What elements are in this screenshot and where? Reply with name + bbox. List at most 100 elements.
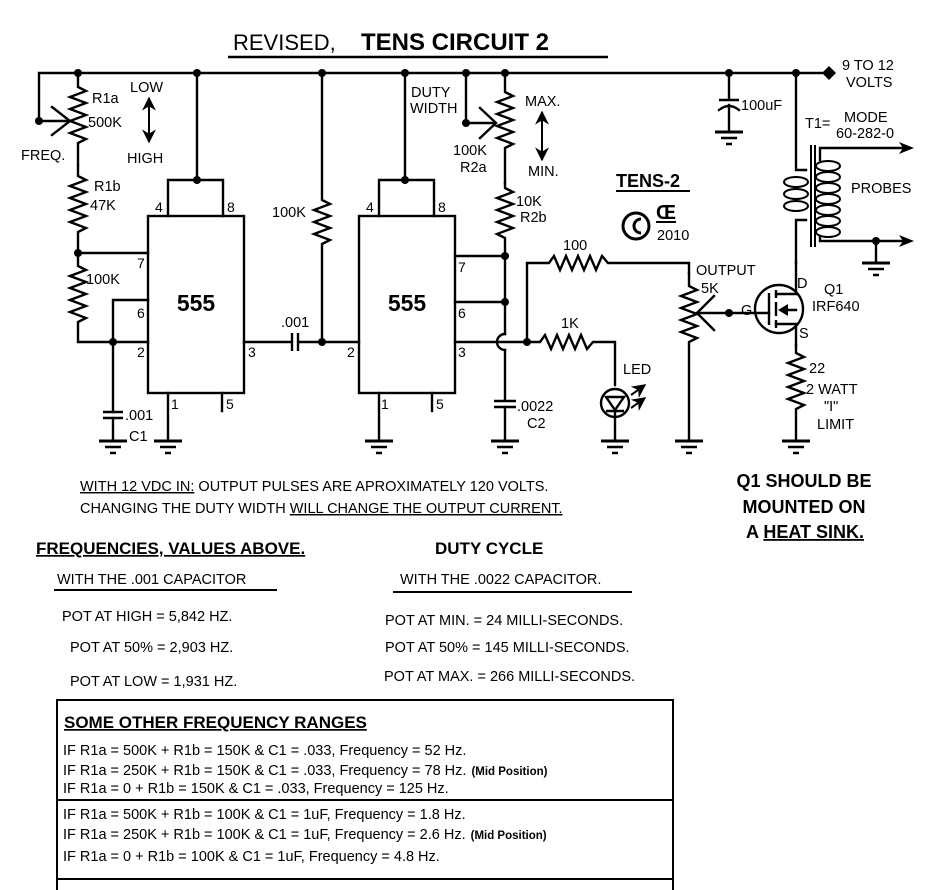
coil-turn	[815, 160, 841, 172]
resistor-icon	[525, 252, 691, 344]
ic1-555-timer: 555 4 8 7 6 2 3 1 5	[137, 71, 256, 455]
duty-label-2: WIDTH	[410, 101, 458, 117]
t1-part-1: MODE	[844, 110, 888, 126]
supply-terminal-icon	[822, 66, 836, 80]
ic2-label: 555	[388, 290, 427, 316]
resistor-icon	[310, 71, 334, 344]
note-line1-underlined: WITH 12 VDC IN:	[80, 479, 194, 495]
note-line1: WITH 12 VDC IN: OUTPUT PULSES ARE APROXI…	[80, 479, 548, 495]
ic1-pin6: 6	[137, 305, 145, 321]
coil-turn	[783, 188, 809, 200]
supply-label-1: 9 TO 12	[842, 58, 894, 74]
ground-icon	[675, 439, 703, 455]
led: LED	[599, 362, 651, 455]
t1-prefix: T1=	[805, 116, 830, 132]
duty-cycle-section: DUTY CYCLE WITH THE .0022 CAPACITOR. POT…	[384, 539, 635, 685]
text-span: A	[746, 522, 763, 542]
t1-part-2: 60-282-0	[836, 126, 894, 142]
bulk-capacitor: 100uF	[715, 71, 782, 146]
other-ranges-box: SOME OTHER FREQUENCY RANGES IF R1a = 500…	[56, 699, 674, 890]
ic2-pin3: 3	[458, 344, 466, 360]
q1-mosfet: D G S Q1 IRF640	[741, 261, 860, 347]
c1-value: .001	[125, 408, 153, 424]
r2a-name: R2a	[460, 160, 488, 176]
text-span: IF R1a = 250K + R1b = 100K & C1 = 1uF, F…	[63, 827, 466, 843]
coupling-capacitor: .001	[242, 315, 361, 351]
coil-turn	[783, 200, 809, 212]
badge-mark: Œ	[656, 202, 676, 224]
q1-name: Q1	[824, 282, 843, 298]
ground-icon	[601, 439, 629, 455]
t1-transformer: T1= MODE 60-282-0	[783, 71, 914, 277]
probes-label: PROBES	[851, 181, 911, 197]
coil-turn	[815, 215, 841, 227]
r1b-value: 47K	[90, 198, 116, 214]
c-bulk-value: 100uF	[741, 98, 782, 114]
wire	[774, 261, 798, 296]
badge-name: TENS-2	[616, 171, 680, 191]
c2-value: .0022	[517, 399, 553, 415]
copyright-icon	[621, 211, 651, 241]
ground-icon	[862, 261, 890, 277]
wire	[377, 178, 436, 218]
r-pullup-value: 100K	[272, 205, 306, 221]
coil-turn	[815, 226, 841, 238]
ground-icon	[154, 439, 182, 455]
c2-name: C2	[527, 416, 546, 432]
ic2-body	[357, 214, 457, 395]
heatsink-line3: A HEAT SINK.	[746, 522, 864, 542]
led-label: LED	[623, 362, 651, 378]
r2b-value: 10K	[516, 194, 542, 210]
duty-cycle-subheading: WITH THE .0022 CAPACITOR.	[400, 572, 601, 588]
duty-cycle-row: POT AT MAX. = 266 MILLI-SECONDS.	[384, 669, 635, 685]
ic1-pin8: 8	[227, 199, 235, 215]
r1a-potentiometer: R1a 500K FREQ.	[21, 71, 122, 167]
probe-arrow-icon	[899, 235, 914, 247]
mid-position-note: (Mid Position)	[471, 766, 547, 778]
text-span: IF R1a = 500K + R1b = 100K & C1 = 1uF, F…	[63, 807, 466, 823]
limit-resistor: 22 2 WATT "I" LIMIT	[782, 343, 858, 455]
r-limit-note-1: "I"	[824, 399, 838, 415]
rail-wire	[37, 71, 831, 123]
r-timing1-resistor: 100K	[66, 251, 150, 344]
badge-year: 2010	[657, 228, 689, 244]
ic1-body	[146, 214, 246, 395]
ic1-label: 555	[177, 290, 216, 316]
heatsink-line1: Q1 SHOULD BE	[736, 471, 871, 491]
wire	[56, 699, 674, 890]
c-couple-value: .001	[281, 315, 309, 331]
title-prefix: REVISED,	[233, 30, 336, 55]
note-line2-plain: CHANGING THE DUTY WIDTH	[80, 501, 290, 517]
resistor-icon	[66, 251, 150, 344]
pot-resistor-icon	[677, 271, 701, 442]
frequency-row: POT AT HIGH = 5,842 HZ.	[62, 609, 232, 625]
text-span: IF R1a = 0 + R1b = 100K & C1 = 1uF, Freq…	[63, 849, 440, 865]
text-span: IF R1a = 250K + R1b = 150K & C1 = .033, …	[63, 763, 466, 779]
frequencies-section: FREQUENCIES, VALUES ABOVE. WITH THE .001…	[36, 539, 305, 690]
q1-gate-label: G	[741, 303, 752, 319]
ic1-pin7: 7	[137, 255, 145, 271]
output-potentiometer: OUTPUT 5K	[675, 263, 771, 455]
ic2-pin5: 5	[436, 396, 444, 412]
other-ranges-heading: SOME OTHER FREQUENCY RANGES	[64, 713, 367, 732]
notes: WITH 12 VDC IN: OUTPUT PULSES ARE APROXI…	[80, 479, 563, 517]
title-main: TENS CIRCUIT 2	[361, 29, 549, 56]
heatsink-note: Q1 SHOULD BE MOUNTED ON A HEAT SINK.	[736, 471, 871, 542]
duty-cycle-row: POT AT 50% = 145 MILLI-SECONDS.	[385, 640, 630, 656]
r2b-resistor: 10K R2b	[493, 181, 547, 258]
coil-turn	[815, 193, 841, 205]
pullup-resistor: 100K	[272, 71, 334, 344]
mid-position-note: (Mid Position)	[471, 830, 547, 842]
wire	[632, 217, 642, 235]
supply-label-2: VOLTS	[846, 75, 892, 91]
duty-direction-arrow: MAX. MIN.	[525, 94, 560, 180]
probe-wire-top	[818, 146, 910, 162]
r2a-resistor-icon	[493, 71, 517, 185]
range-row: IF R1a = 0 + R1b = 100K & C1 = 1uF, Freq…	[63, 849, 440, 865]
frequencies-heading: FREQUENCIES, VALUES ABOVE.	[36, 539, 305, 558]
q1-part: IRF640	[812, 299, 860, 315]
c1-name: C1	[129, 429, 148, 445]
frequency-row: POT AT 50% = 2,903 HZ.	[70, 640, 233, 656]
c2-capacitor: .0022 C2	[491, 399, 553, 455]
wire	[794, 71, 808, 172]
